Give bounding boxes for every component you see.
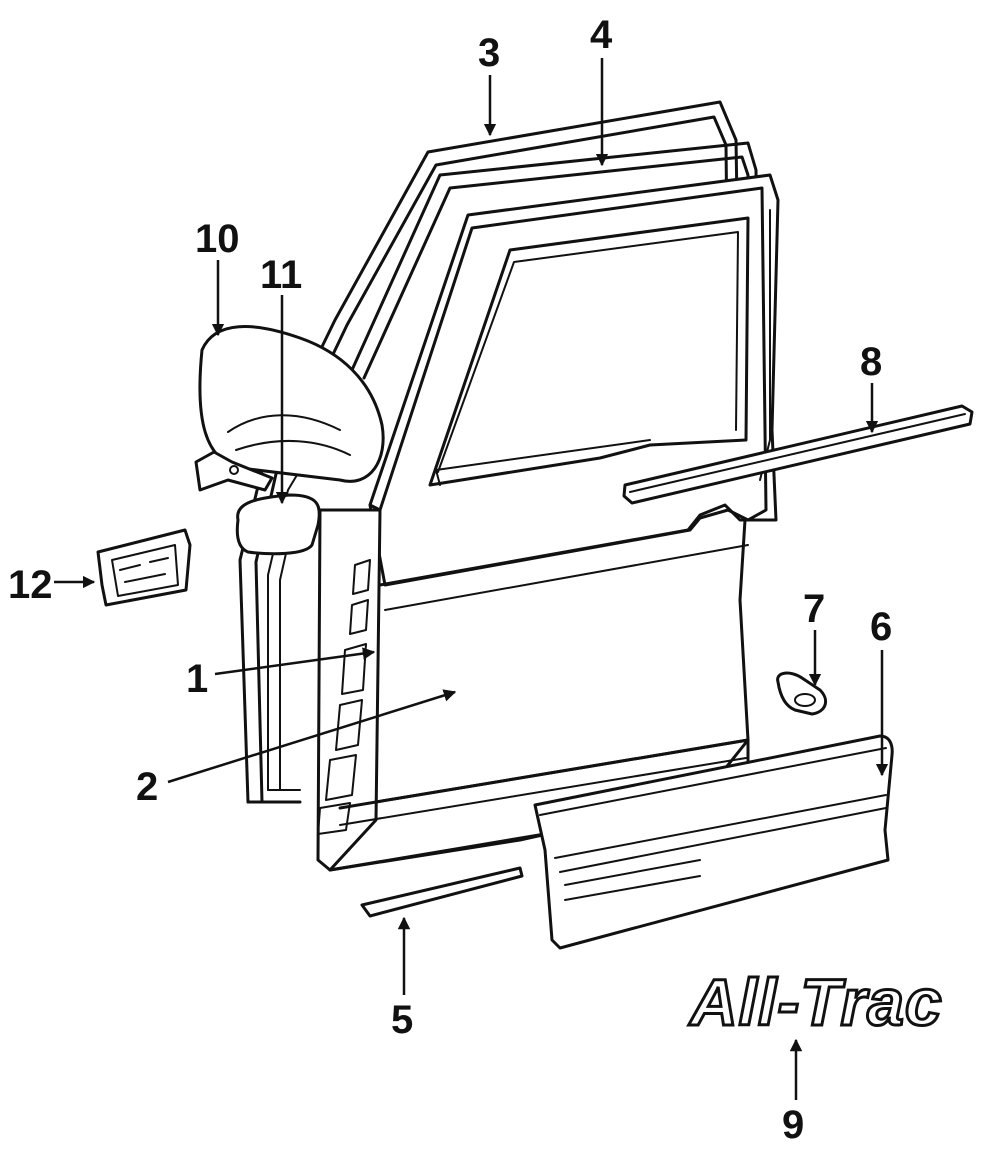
callout-4: 4 — [590, 13, 613, 57]
part-12-bracket — [96, 528, 192, 607]
callout-10: 10 — [195, 217, 240, 261]
callout-2: 2 — [136, 765, 158, 809]
callout-5: 5 — [391, 998, 413, 1042]
part-11-mirror-cover — [235, 493, 321, 556]
part-10-mirror — [194, 325, 385, 492]
part-8-belt-moulding — [622, 404, 974, 505]
emblem-text: All-Trac — [688, 965, 943, 1039]
callout-1: 1 — [186, 657, 208, 701]
callout-7: 7 — [803, 587, 825, 631]
callout-8: 8 — [860, 340, 882, 384]
leader-1 — [214, 647, 376, 676]
part-6-moulding — [533, 734, 894, 950]
part-5-trim-strip — [360, 866, 524, 918]
part-9-emblem: All-Trac — [687, 964, 944, 1041]
leader-2 — [167, 689, 457, 784]
callout-12: 12 — [8, 563, 53, 607]
callout-11: 11 — [260, 253, 302, 297]
callout-6: 6 — [870, 605, 892, 649]
part-7-clip — [776, 671, 828, 716]
leader-lines — [54, 58, 889, 1100]
part-2-door-shell — [316, 173, 780, 872]
callout-labels: 1 2 3 4 5 6 7 8 9 10 11 12 — [8, 13, 892, 1147]
callout-3: 3 — [478, 31, 500, 75]
callout-9: 9 — [782, 1103, 804, 1147]
